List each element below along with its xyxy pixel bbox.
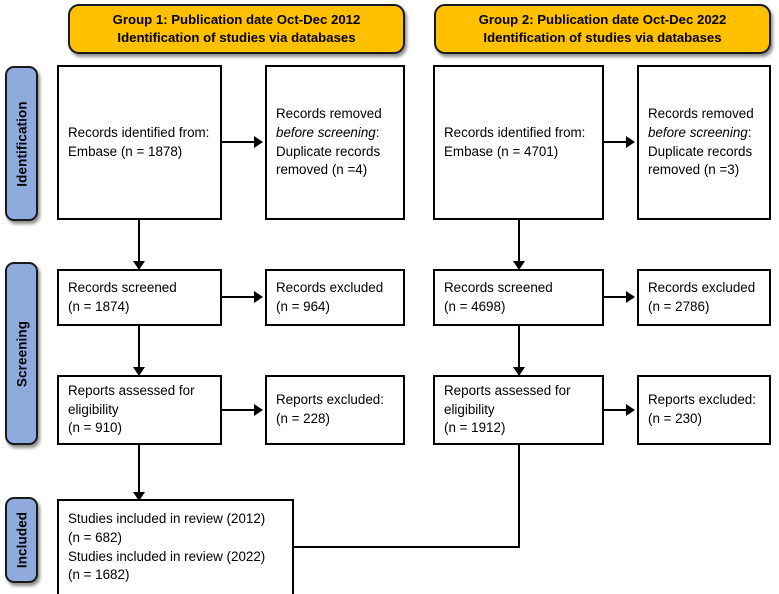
group-1-records-removed-line2-suffix: : xyxy=(375,124,380,140)
group-1-records-removed-line3: Duplicate records xyxy=(276,143,381,159)
group-2-records-screened-box: Records screened (n = 4698) xyxy=(433,269,604,326)
stage-label-identification-text: Identification xyxy=(14,100,29,187)
group-1-reports-assessed-box: Reports assessed for eligibility (n = 91… xyxy=(57,375,222,445)
group-2-records-screened-line2: (n = 4698) xyxy=(444,298,506,314)
group-1-identification-arrowhead xyxy=(254,136,263,148)
group-1-to-eligibility-connector xyxy=(138,326,141,374)
group-1-records-removed-box: Records removed before screening: Duplic… xyxy=(265,65,405,220)
studies-included-line1: Studies included in review (2012) xyxy=(68,510,266,526)
stage-label-identification: Identification xyxy=(5,66,38,221)
group-2-records-removed-line1: Records removed xyxy=(648,105,754,121)
group-1-records-removed-line4: removed (n =4) xyxy=(276,162,368,178)
group-2-identification-arrowhead xyxy=(626,136,635,148)
group-1-to-screening-arrowhead xyxy=(133,261,145,270)
group-1-records-identified-line2: Embase (n = 1878) xyxy=(68,143,183,159)
group-2-records-screened-line1: Records screened xyxy=(444,279,553,295)
group-1-banner: Group 1: Publication date Oct-Dec 2012 I… xyxy=(68,4,405,54)
group-1-identification-connector xyxy=(222,141,256,144)
group-1-to-included-connector xyxy=(138,445,141,499)
group-1-records-identified-box: Records identified from: Embase (n = 187… xyxy=(57,65,222,220)
group-1-records-removed-line2: before screening: xyxy=(276,124,394,143)
group-1-records-screened-box: Records screened (n = 1874) xyxy=(57,269,222,326)
group-1-records-removed-line1: Records removed xyxy=(276,105,382,121)
group-1-reports-excluded-line2: (n = 228) xyxy=(276,411,330,426)
group-1-screening-arrowhead xyxy=(254,291,263,303)
group-2-identification-connector xyxy=(604,141,628,144)
group-2-eligibility-arrowhead xyxy=(626,404,635,416)
group-2-banner-line2: Identification of studies via databases xyxy=(483,30,722,45)
group-2-to-screening-arrowhead xyxy=(513,261,525,270)
group-1-records-removed-line2-emphasis: before screening xyxy=(276,124,376,140)
group-1-banner-line1: Group 1: Publication date Oct-Dec 2012 xyxy=(112,11,361,27)
group-1-reports-excluded-line1: Reports excluded: xyxy=(276,392,384,408)
group-2-records-removed-line2-suffix: : xyxy=(747,124,752,140)
group-2-to-eligibility-connector xyxy=(518,326,521,374)
studies-included-line4: (n = 1682) xyxy=(68,567,130,583)
group-2-records-identified-line1: Records identified from: xyxy=(444,124,586,140)
group-1-records-excluded-box: Records excluded (n = 964) xyxy=(265,269,405,326)
stage-label-screening-text: Screening xyxy=(14,320,29,387)
group-1-records-identified-line1: Records identified from: xyxy=(68,124,210,140)
stage-label-included: Included xyxy=(5,497,38,583)
group-2-records-removed-line3: Duplicate records xyxy=(648,143,753,159)
stage-label-included-text: Included xyxy=(14,511,29,569)
studies-included-line3: Studies included in review (2022) xyxy=(68,548,266,564)
group-2-reports-excluded-line1: Reports excluded: xyxy=(648,392,756,408)
group-1-banner-line2: Identification of studies via databases xyxy=(117,30,356,45)
group-2-records-removed-line2-emphasis: before screening xyxy=(648,124,748,140)
group-2-to-screening-connector xyxy=(518,220,521,268)
group-1-records-screened-line1: Records screened xyxy=(68,279,177,295)
group-2-eligibility-connector xyxy=(604,409,628,412)
group-1-to-eligibility-arrowhead xyxy=(133,367,145,376)
group-1-records-screened-line2: (n = 1874) xyxy=(68,298,130,314)
group-2-reports-assessed-line2: eligibility xyxy=(444,401,495,417)
stage-label-screening: Screening xyxy=(5,262,38,445)
group-1-reports-assessed-line2: eligibility xyxy=(68,401,119,417)
group-2-records-removed-line2: before screening: xyxy=(648,124,760,143)
group-2-to-included-horizontal-connector xyxy=(292,546,520,549)
group-1-reports-assessed-line3: (n = 910) xyxy=(68,420,122,436)
group-1-reports-excluded-box: Reports excluded: (n = 228) xyxy=(265,375,405,445)
group-2-reports-excluded-line2: (n = 230) xyxy=(648,411,702,426)
group-2-records-excluded-box: Records excluded (n = 2786) xyxy=(637,269,771,326)
group-2-records-removed-box: Records removed before screening: Duplic… xyxy=(637,65,771,220)
group-1-records-excluded-line2: (n = 964) xyxy=(276,298,330,314)
studies-included-line2: (n = 682) xyxy=(68,529,122,545)
group-2-records-identified-line2: Embase (n = 4701) xyxy=(444,143,559,159)
group-2-reports-assessed-box: Reports assessed for eligibility (n = 19… xyxy=(433,375,604,445)
group-2-reports-assessed-line3: (n = 1912) xyxy=(444,420,506,436)
group-1-screening-connector xyxy=(222,296,256,299)
group-2-to-eligibility-arrowhead xyxy=(513,367,525,376)
group-2-screening-connector xyxy=(604,296,628,299)
studies-included-box: Studies included in review (2012) (n = 6… xyxy=(57,499,294,594)
group-2-records-removed-line4: removed (n =3) xyxy=(648,162,740,178)
group-1-to-included-arrowhead xyxy=(133,492,145,501)
group-1-to-screening-connector xyxy=(138,220,141,268)
group-2-records-excluded-line2: (n = 2786) xyxy=(648,298,710,314)
group-2-banner-line1: Group 2: Publication date Oct-Dec 2022 xyxy=(478,11,727,27)
group-2-reports-assessed-line1: Reports assessed for xyxy=(444,382,571,398)
group-2-reports-excluded-box: Reports excluded: (n = 230) xyxy=(637,375,771,445)
group-1-eligibility-connector xyxy=(222,409,256,412)
group-1-eligibility-arrowhead xyxy=(254,404,263,416)
group-1-records-excluded-line1: Records excluded xyxy=(276,279,384,295)
group-2-records-identified-box: Records identified from: Embase (n = 470… xyxy=(433,65,604,220)
group-2-banner: Group 2: Publication date Oct-Dec 2022 I… xyxy=(434,4,771,54)
group-2-to-included-vertical-connector xyxy=(518,445,521,548)
group-2-records-excluded-line1: Records excluded xyxy=(648,279,756,295)
group-2-screening-arrowhead xyxy=(626,291,635,303)
group-1-reports-assessed-line1: Reports assessed for xyxy=(68,382,195,398)
